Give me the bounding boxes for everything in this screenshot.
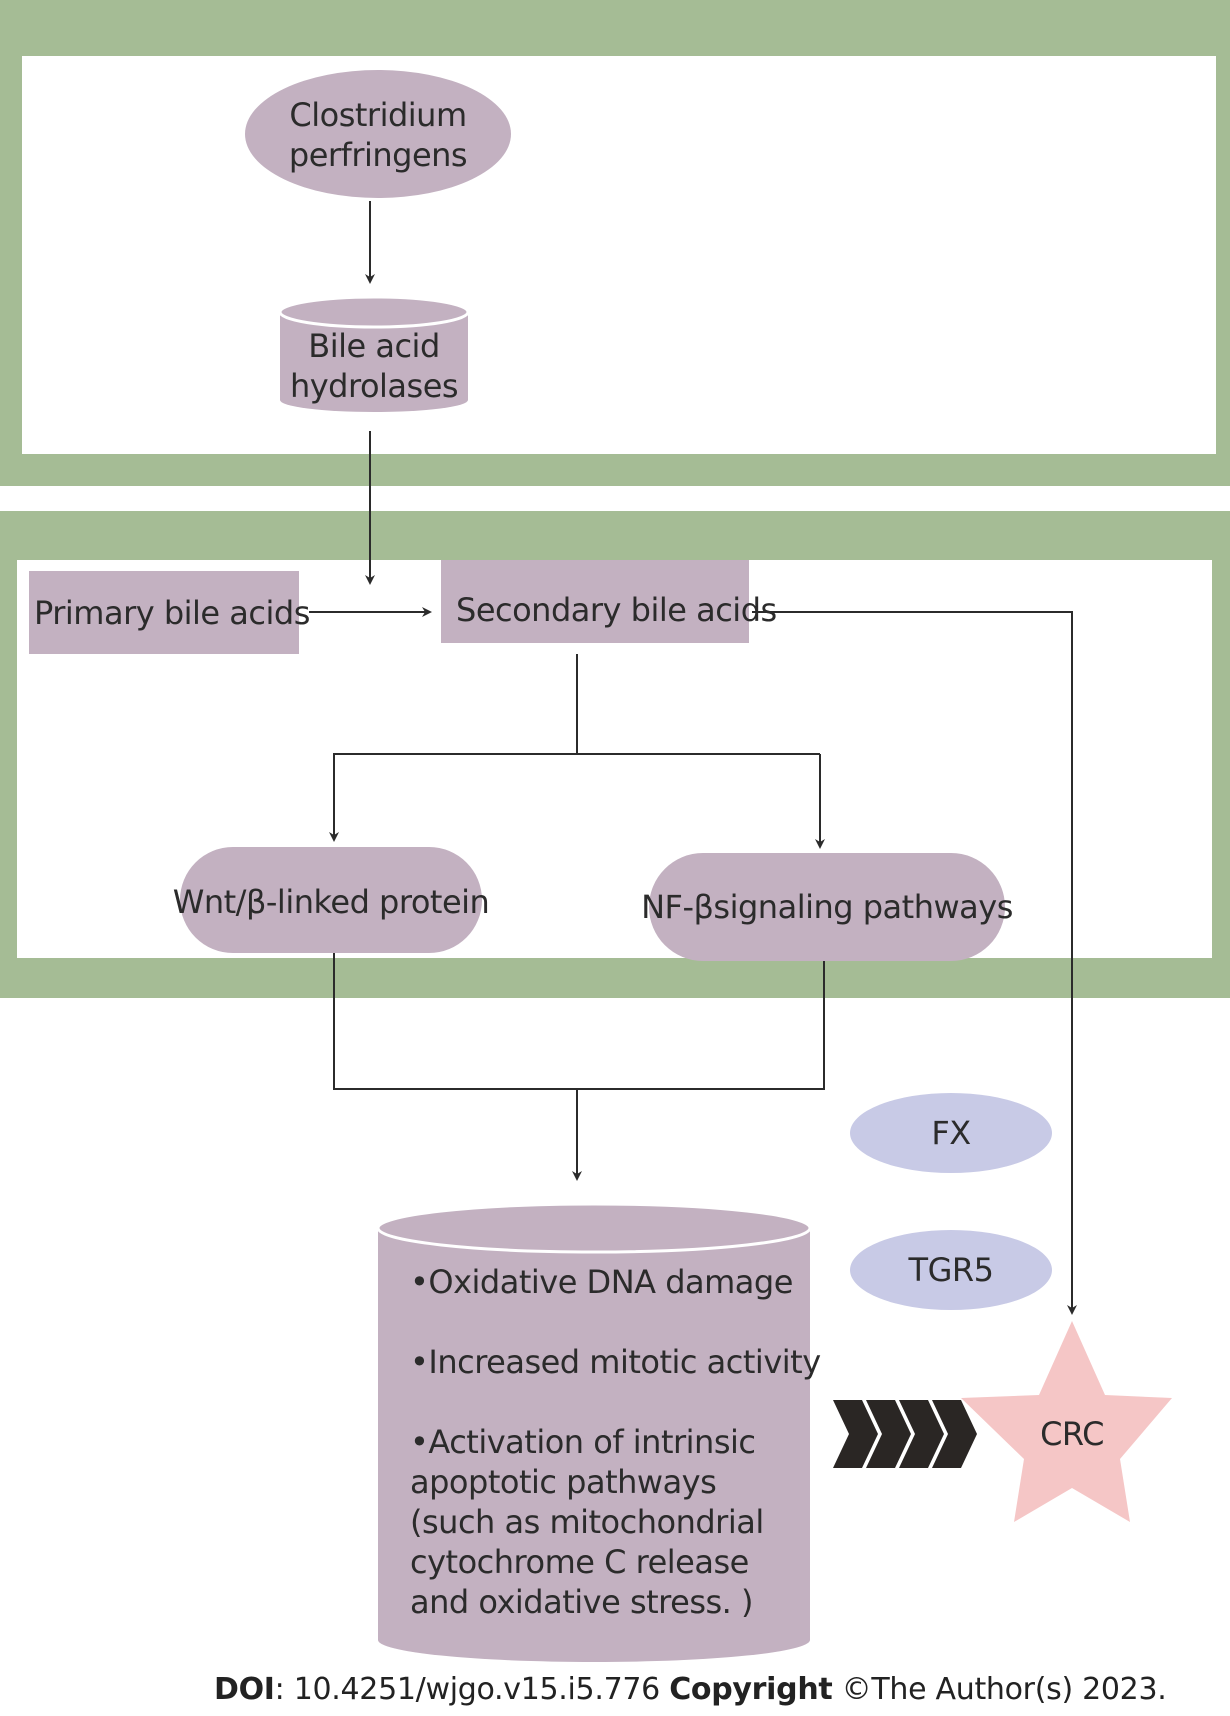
bile-acid-hydrolases-node [278, 295, 470, 412]
progression-chevrons [833, 1400, 977, 1468]
secondary-bile-acids-node [441, 560, 749, 643]
crc-label: CRC [1040, 1415, 1104, 1453]
nfb-node [649, 853, 1005, 961]
effect-item: •Increased mitotic activity [410, 1343, 821, 1381]
copyright-label: Copyright [669, 1672, 833, 1707]
arrow-secondary-to-crc [752, 611, 1077, 1315]
doi-value: : 10.4251/wjgo.v15.i5.776 [274, 1672, 661, 1707]
tgr5-label: TGR5 [908, 1251, 994, 1289]
wnt-node [180, 847, 482, 953]
middle-panel [0, 511, 1230, 998]
copyright-value: ©The Author(s) 2023. [841, 1672, 1167, 1707]
fx-label: FX [931, 1114, 971, 1152]
clostridium-node [245, 70, 511, 198]
wnt-label: Wnt/β-linked protein [172, 883, 490, 921]
primary-bile-acids-node [29, 571, 299, 654]
tgr5-node [850, 1230, 1052, 1310]
clostridium-label: Clostridium perfringens [288, 96, 468, 174]
doi-footer: DOI: 10.4251/wjgo.v15.i5.776 Copyright ©… [214, 1670, 1167, 1710]
effects-list: •Oxidative DNA damage •Increased mitotic… [410, 1262, 821, 1622]
fx-node [850, 1093, 1052, 1173]
secondary-bile-acids-label: Secondary bile acids [456, 591, 777, 629]
top-panel [0, 0, 1230, 486]
effects-cylinder [376, 1202, 812, 1662]
bile-acid-hydrolases-label: Bile acid hydrolases [289, 327, 459, 405]
effect-item: •Oxidative DNA damage [410, 1263, 793, 1301]
nfb-label: NF-βsignaling pathways [641, 888, 1013, 926]
primary-bile-acids-label: Primary bile acids [34, 594, 310, 632]
crc-star-node [961, 1321, 1172, 1522]
doi-label: DOI [214, 1672, 275, 1707]
effect-item: •Activation of intrinsic apoptotic pathw… [410, 1423, 764, 1621]
